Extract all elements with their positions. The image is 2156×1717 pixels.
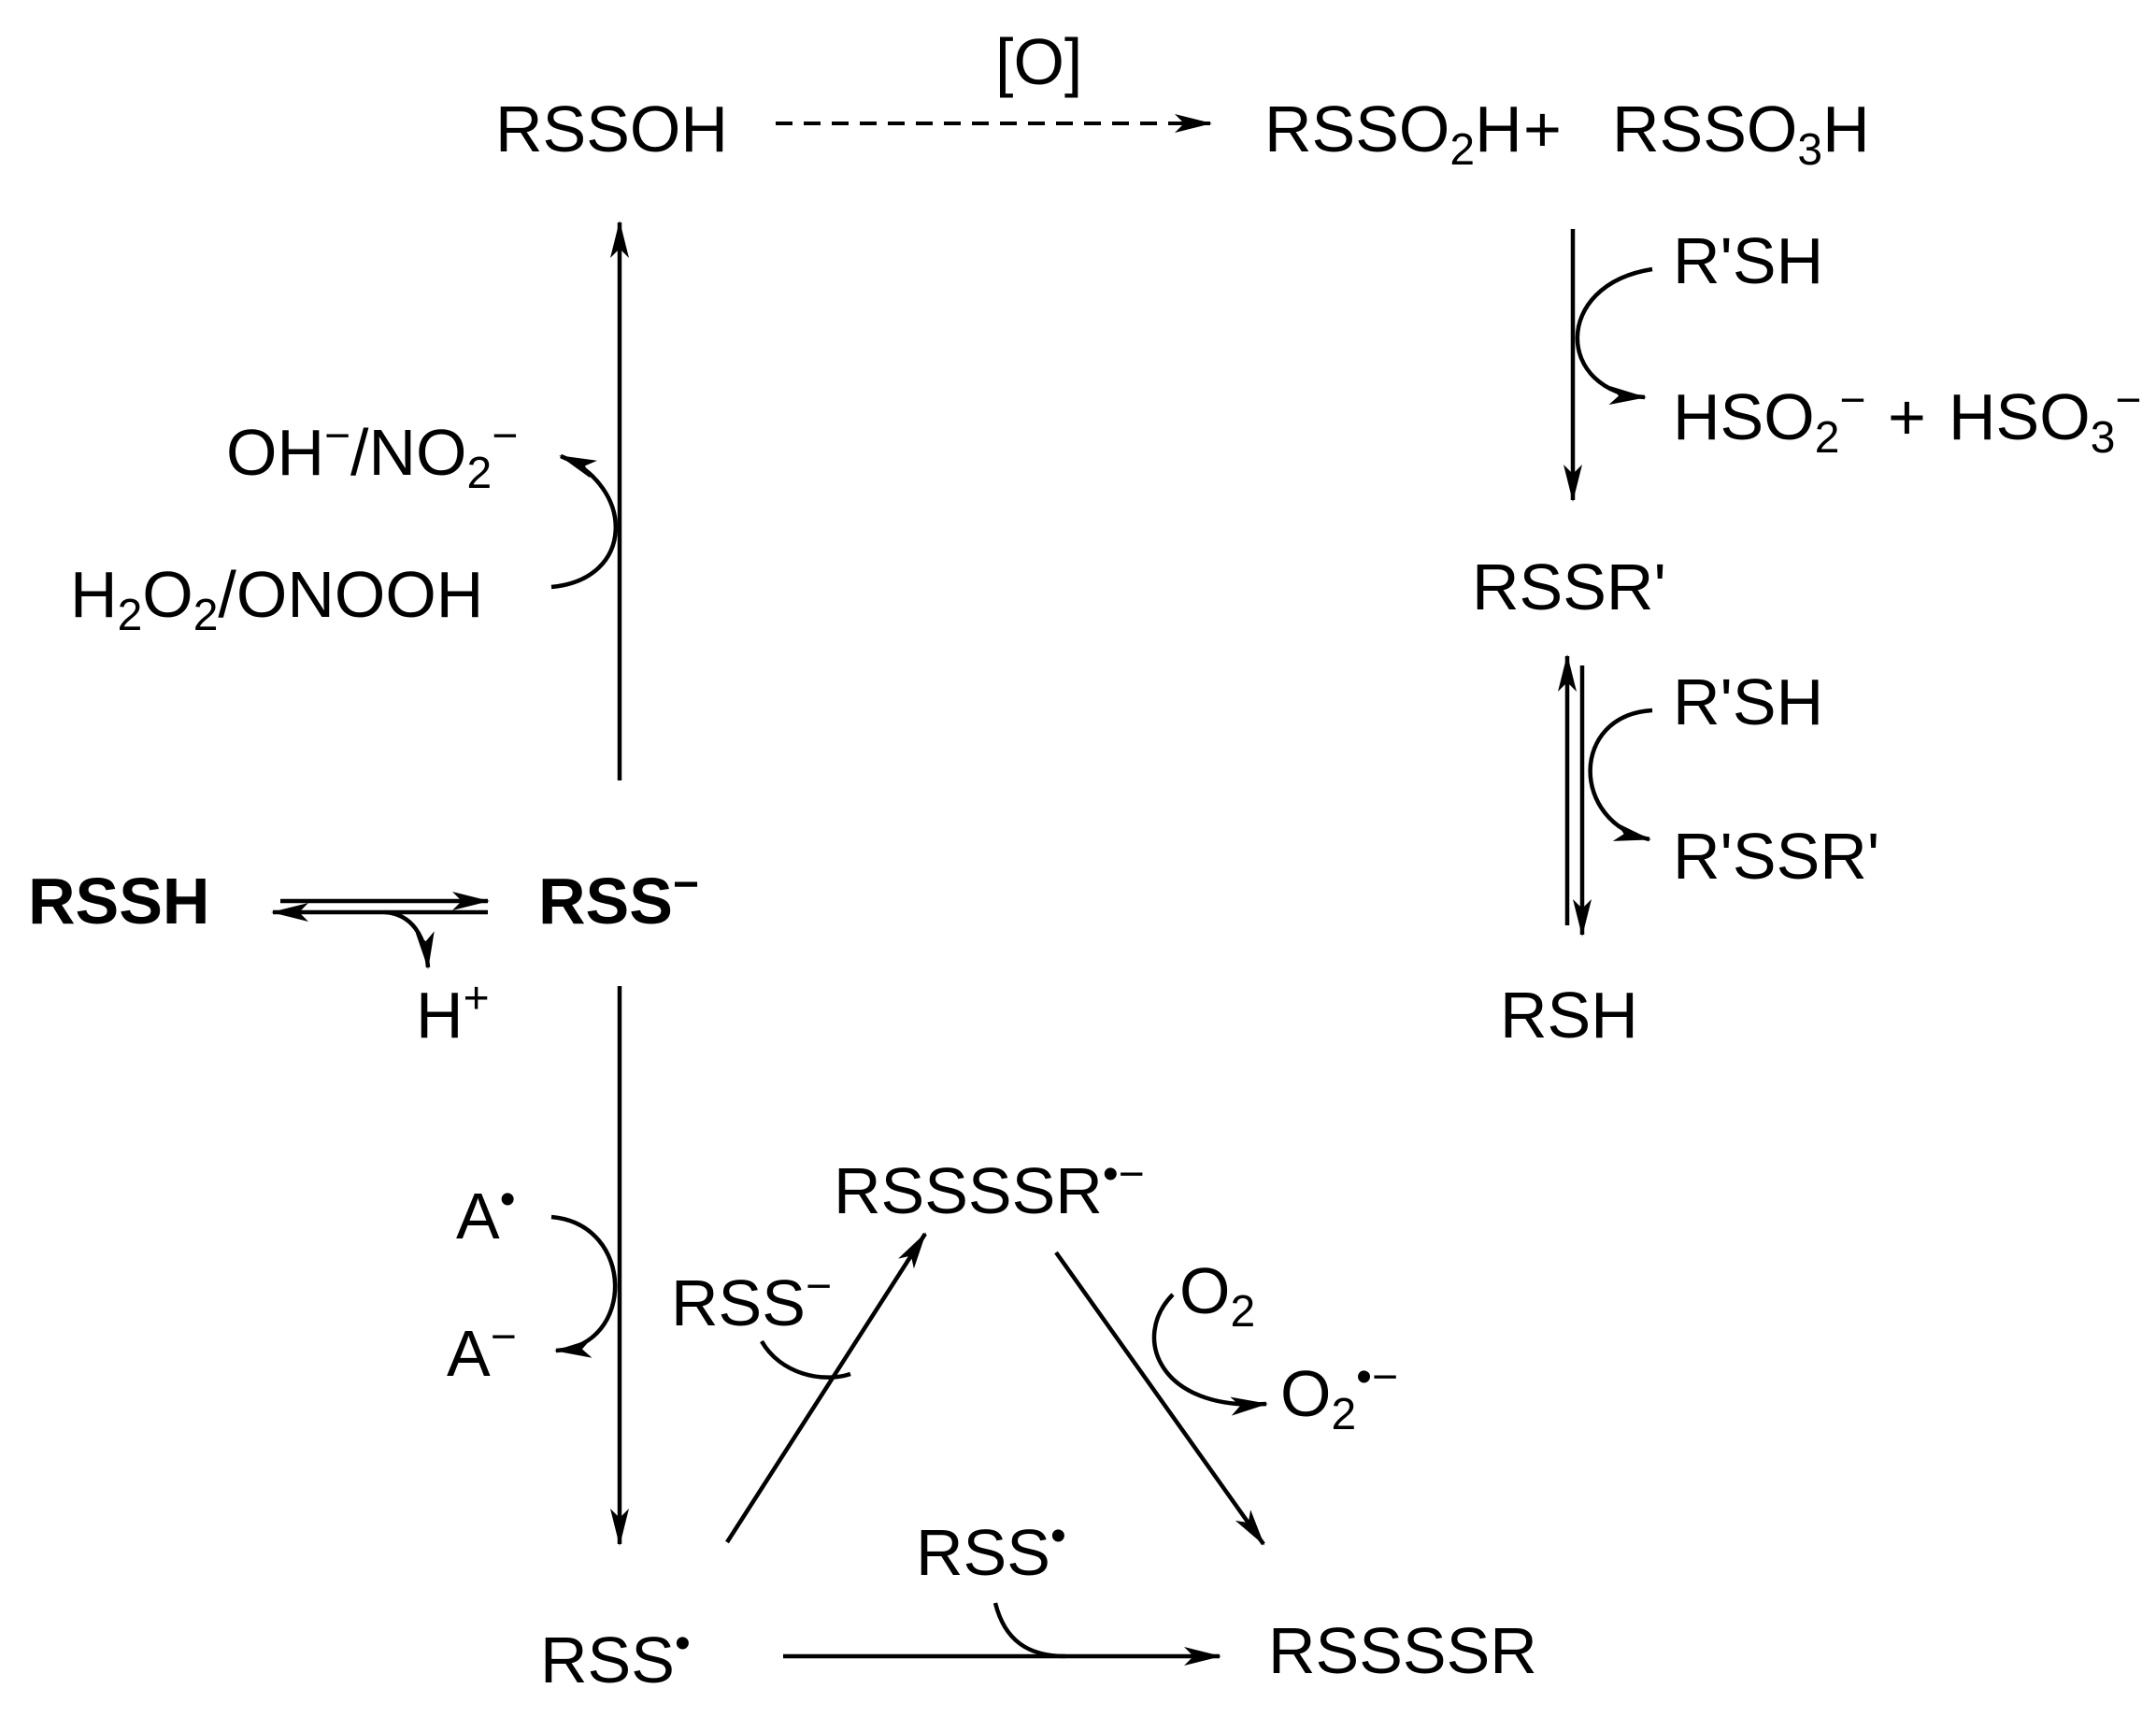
plus-label-2: +: [1888, 380, 1926, 453]
hso2-label: HSO2−: [1673, 376, 1865, 463]
rssssr-radical-anion-label: RSSSSR•−: [834, 1150, 1145, 1227]
rsh-label: RSH: [1500, 979, 1638, 1052]
rprime-sh-label-1: R'SH: [1673, 224, 1823, 297]
thiol-curved-arrow-2: [1588, 708, 1653, 842]
rssssr-label: RSSSSR: [1268, 1614, 1537, 1687]
rssssr-radical-to-rssssr-arrow: [1054, 1251, 1265, 1546]
rssoh-label: RSSOH: [495, 93, 728, 165]
rss-radical-reagent-label: RSS•: [916, 1511, 1066, 1589]
rss-radical-curved-arrow: [992, 1602, 1066, 1659]
h2o2-onooh-label: H2O2/ONOOH: [70, 558, 483, 640]
a-radical-label: A•: [456, 1175, 516, 1252]
rssh-label: RSSH: [28, 865, 209, 937]
a-anion-label: A−: [447, 1312, 517, 1390]
o2-label: O2: [1179, 1254, 1255, 1337]
rss-anion-curved-arrow: [760, 1339, 851, 1380]
rsso2h-label: RSSO2H: [1264, 93, 1522, 175]
hso3-label: HSO3−: [1949, 376, 2141, 463]
oh-no2-label: OH−/NO2−: [226, 411, 518, 498]
plus-label-1: +: [1523, 93, 1562, 165]
rss-anion-label-2: RSS−: [671, 1262, 832, 1339]
rss-anion-label: RSS−: [538, 860, 699, 937]
rprime-ssr-prime-label: R'SSR': [1673, 820, 1879, 893]
rss-radical-label: RSS•: [540, 1619, 691, 1696]
rsso3h-label: RSSO3H: [1612, 93, 1870, 175]
oxidant-radical-curved-arrow: [550, 1214, 618, 1358]
thiol-curved-arrow-1: [1575, 266, 1653, 405]
rssr-prime-label: RSSR': [1472, 551, 1666, 623]
peroxide-curved-arrow: [550, 453, 618, 590]
radical-to-rssssr-radical-arrow: [725, 1232, 927, 1544]
h-plus-label: H+: [416, 974, 490, 1052]
rprime-sh-label-2: R'SH: [1673, 665, 1823, 738]
dioxygen-curved-arrow: [1151, 1293, 1268, 1416]
oxidant-label: [O]: [995, 25, 1082, 98]
superoxide-label: O2•−: [1280, 1352, 1398, 1439]
proton-curved-arrow: [384, 909, 435, 969]
